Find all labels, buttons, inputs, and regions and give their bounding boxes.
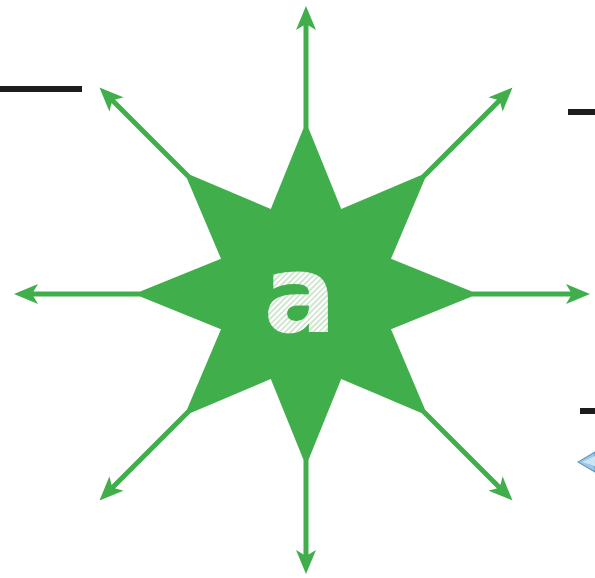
arrowhead (296, 550, 316, 574)
dash-line-upper-right (568, 109, 595, 115)
arrowhead (488, 87, 513, 112)
arrowhead (14, 284, 38, 304)
dash-line-lower-right (580, 408, 595, 414)
arrowhead (99, 476, 124, 501)
arrowhead (488, 476, 513, 501)
arrowhead (99, 87, 124, 112)
arrowhead (296, 6, 316, 30)
center-letter: a (263, 232, 337, 358)
eight-point-star (134, 122, 478, 466)
arrowhead (566, 284, 590, 304)
dash-line-left (0, 86, 82, 92)
gem-icon (577, 451, 595, 473)
